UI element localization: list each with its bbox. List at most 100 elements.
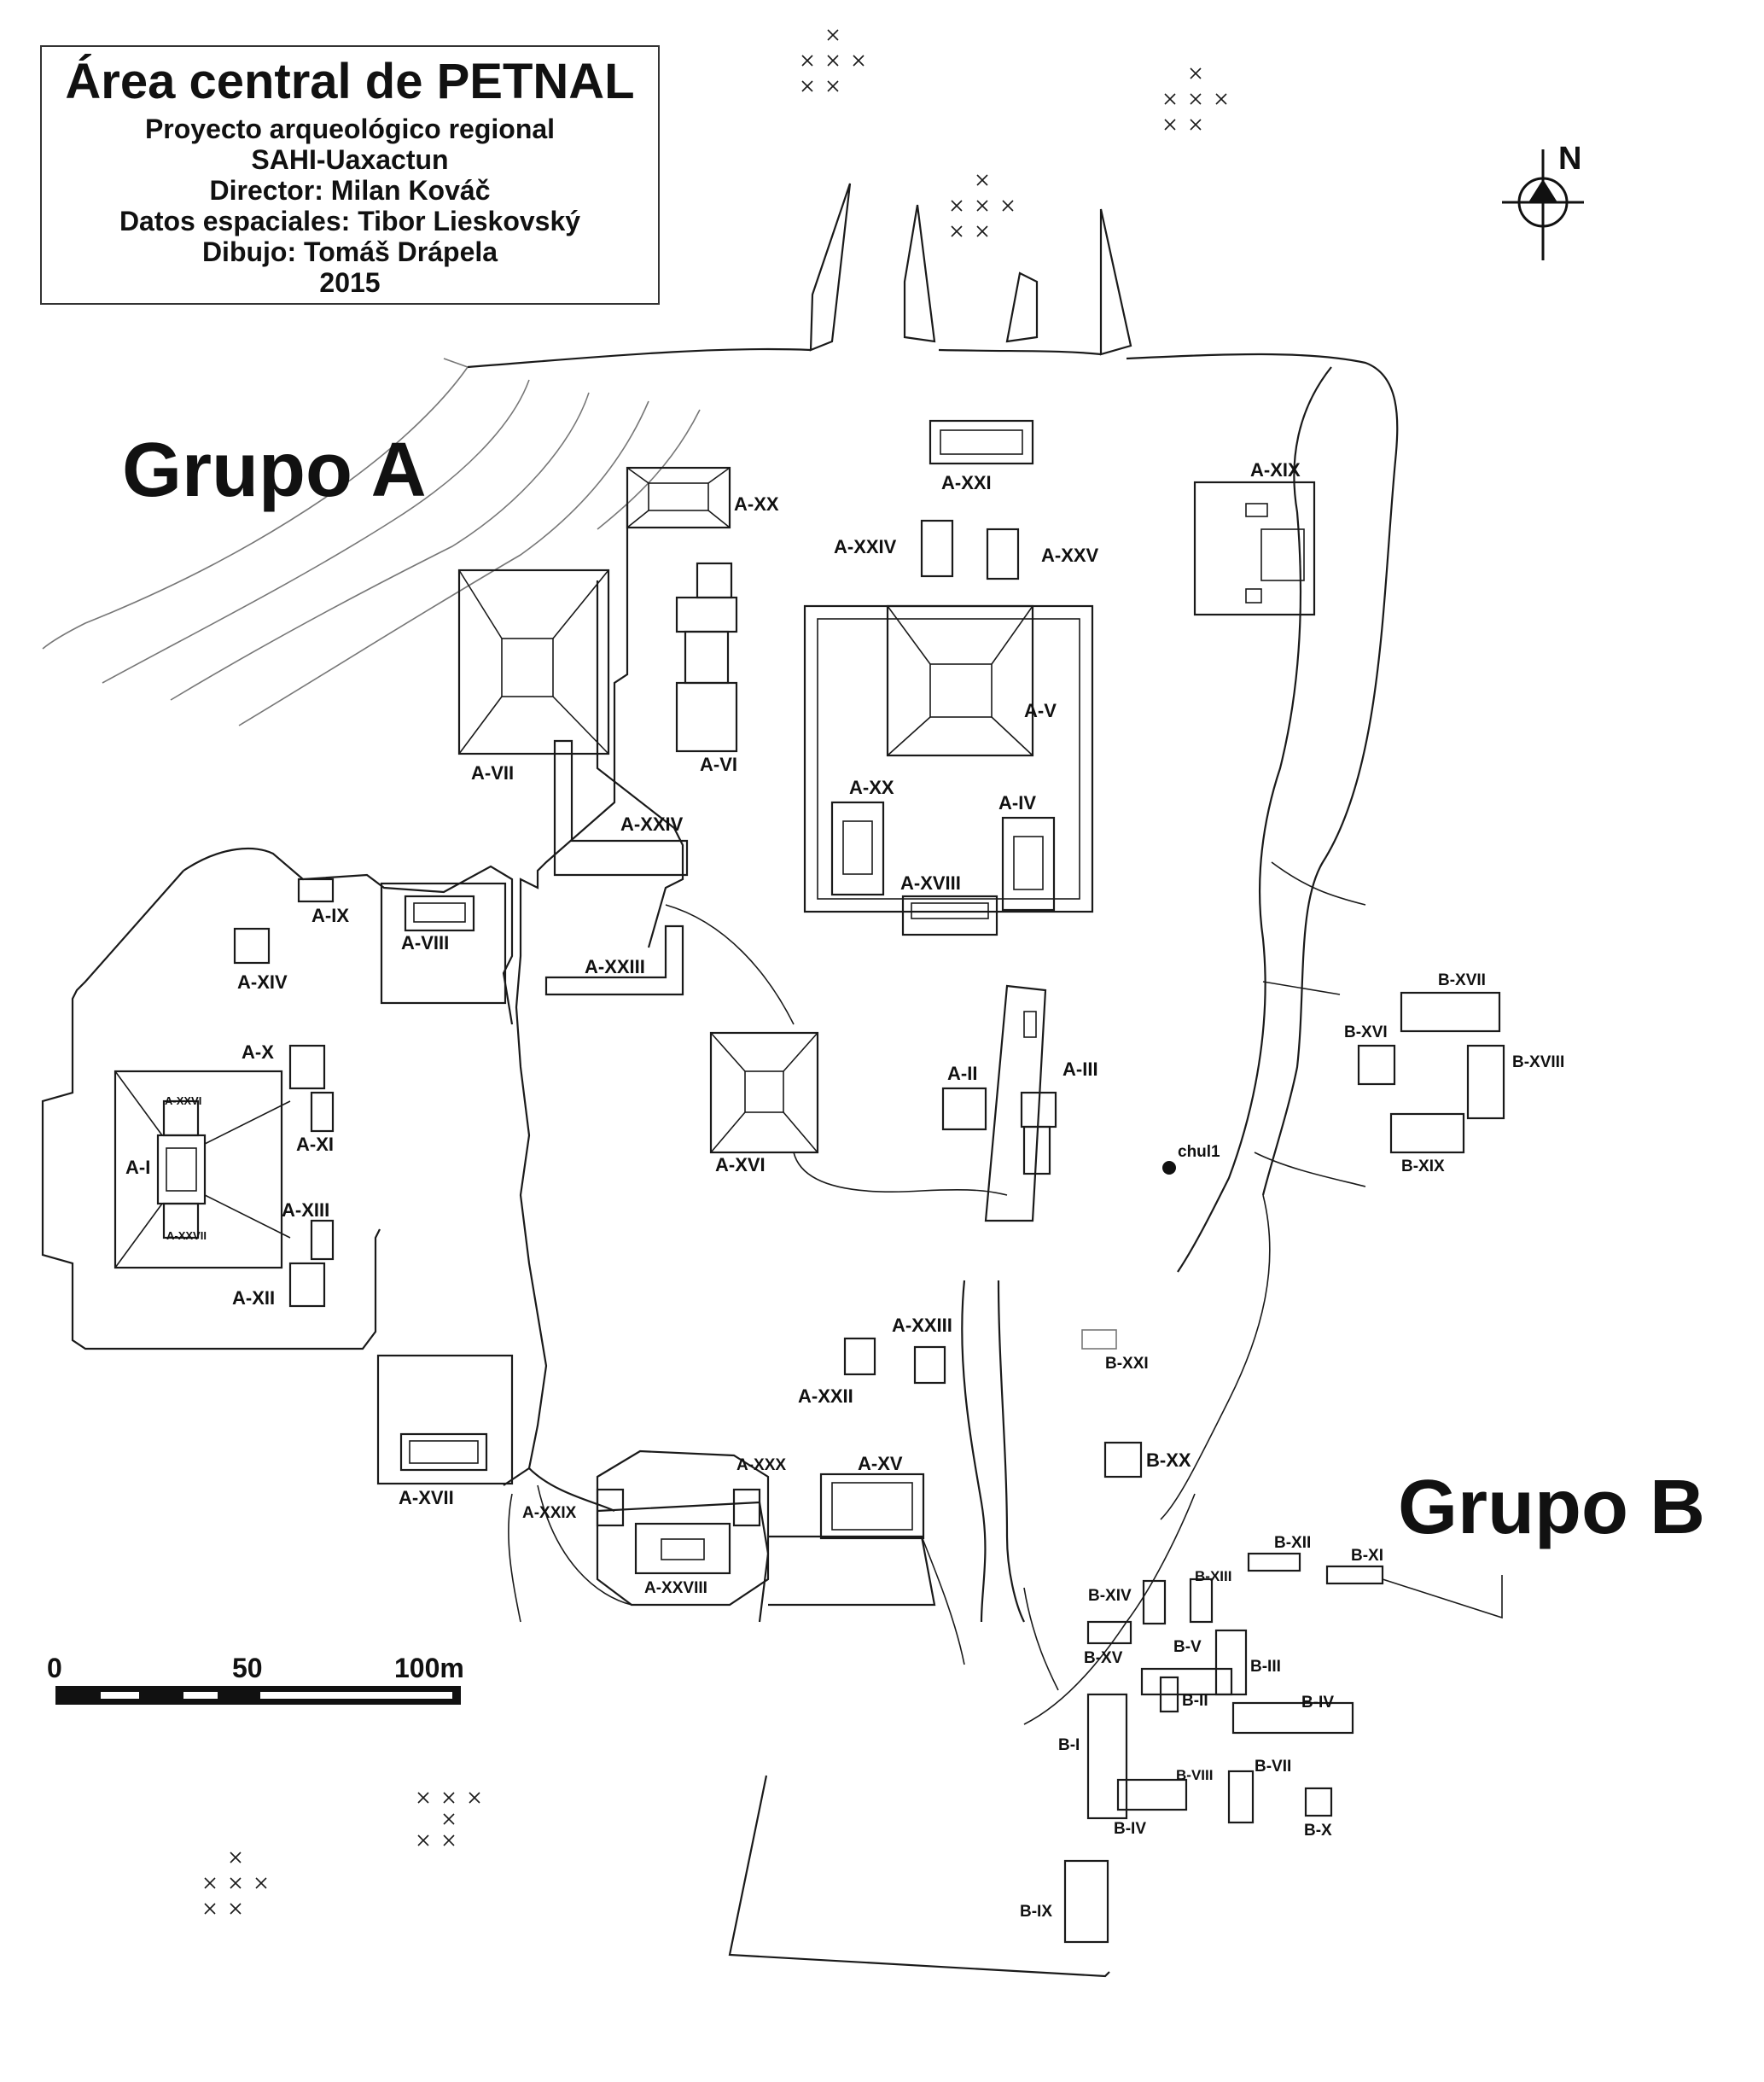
title-line-4: Datos espaciales: Tibor Lieskovský xyxy=(119,206,581,236)
label-b-xix: B-XIX xyxy=(1401,1158,1445,1175)
structure-b-ix xyxy=(1063,1859,1109,1944)
structure-a-ix xyxy=(297,878,335,903)
title-line-1: Proyecto arqueológico regional xyxy=(144,114,556,144)
label-a-vii: A-VII xyxy=(471,762,514,784)
survey-crosses xyxy=(204,29,1227,1915)
title-line-3: Director: Milan Kováč xyxy=(209,175,491,206)
structure-a-xv xyxy=(768,1473,936,1607)
label-a-xxvi: A-XXVI xyxy=(165,1094,201,1107)
scale-bar: 0 50 100m xyxy=(47,1653,464,1705)
label-a-xvi: A-XVI xyxy=(715,1154,766,1175)
structure-b-xi xyxy=(1325,1565,1384,1585)
label-b-i: B-I xyxy=(1058,1736,1080,1754)
label-a-xv: A-XV xyxy=(858,1453,903,1474)
label-b-xvii: B-XVII xyxy=(1438,971,1486,989)
label-b-xvi: B-XVI xyxy=(1344,1024,1388,1041)
label-a-i: A-I xyxy=(125,1157,150,1178)
structures-grupo-b xyxy=(728,991,1505,1978)
structure-a-xiii xyxy=(310,1219,335,1261)
label-b-xii: B-XII xyxy=(1274,1534,1311,1552)
label-a-xiv: A-XIV xyxy=(237,971,288,993)
label-a-xxix: A-XXIX xyxy=(522,1504,577,1522)
label-a-iii: A-III xyxy=(1062,1058,1098,1080)
structure-a-xxii xyxy=(843,1337,876,1376)
group-a-label: Grupo A xyxy=(122,428,427,513)
label-a-xxvii: A-XXVII xyxy=(166,1229,207,1242)
title-line-2: SAHI-Uaxactun xyxy=(251,144,449,175)
label-b-xi: B-XI xyxy=(1351,1547,1383,1565)
label-a-xiii: A-XIII xyxy=(282,1199,329,1221)
label-a-v: A-V xyxy=(1024,700,1057,721)
label-a-ix: A-IX xyxy=(311,905,349,926)
label-a-viii: A-VIII xyxy=(401,932,449,954)
label-b-xiii: B-XIII xyxy=(1195,1568,1231,1584)
structure-b-xviii xyxy=(1466,1044,1505,1120)
structure-a-xvii xyxy=(376,1354,514,1485)
structure-b-xiv xyxy=(1142,1579,1167,1625)
label-b-xxi: B-XXI xyxy=(1105,1355,1149,1373)
scale-label-50: 50 xyxy=(232,1653,263,1683)
label-a-xxii: A-XXII xyxy=(798,1385,853,1407)
structure-b-xiii xyxy=(1189,1578,1214,1624)
chultun-dot xyxy=(1162,1161,1176,1175)
structure-b-xxi xyxy=(1081,1329,1117,1350)
structure-b-south-edge xyxy=(728,1775,1110,1978)
structure-b-complex xyxy=(1086,1629,1354,1824)
label-a-xx: A-XX xyxy=(734,493,779,515)
structure-labels: A-XX A-XXI A-XXIV A-XXV A-XIX A-VI A-VII… xyxy=(125,459,1564,1921)
label-a-xxiv: A-XXIV xyxy=(834,536,897,557)
label-b-xv: B-XV xyxy=(1084,1649,1123,1667)
platform-grupo-a xyxy=(41,183,1399,1691)
label-b-iii: B-III xyxy=(1250,1658,1281,1676)
label-b-iv-top: B-IV xyxy=(1301,1694,1334,1712)
label-a-xxv: A-XXV xyxy=(1041,545,1099,566)
label-a-ii: A-II xyxy=(947,1063,977,1084)
structure-a-i xyxy=(114,1070,291,1269)
causeway-b xyxy=(1023,1493,1196,1725)
label-a-xi: A-XI xyxy=(296,1134,334,1155)
structure-a-iii xyxy=(984,984,1057,1222)
label-b-vii: B-VII xyxy=(1255,1758,1291,1776)
structure-a-viii xyxy=(380,882,507,1005)
label-a-xxi: A-XXI xyxy=(941,472,992,493)
label-a-xvii: A-XVII xyxy=(399,1487,454,1508)
structure-b-xx xyxy=(1103,1441,1143,1478)
structure-b-xv xyxy=(1086,1620,1132,1645)
structure-a-v xyxy=(803,604,1094,936)
label-a-xxiv-mid: A-XXIV xyxy=(620,814,684,835)
structure-a-xxiv xyxy=(920,519,954,578)
structure-a-x xyxy=(288,1044,326,1090)
label-b-iv-low: B-IV xyxy=(1114,1820,1146,1838)
north-label: N xyxy=(1558,141,1581,177)
label-a-xxviii: A-XXVIII xyxy=(644,1579,707,1597)
structure-a-xxi xyxy=(929,419,1034,465)
group-b-label: Grupo B xyxy=(1398,1465,1705,1550)
label-a-xxiii-low: A-XXIII xyxy=(892,1315,952,1336)
label-a-vi: A-VI xyxy=(700,754,737,775)
label-chul1: chul1 xyxy=(1178,1143,1220,1161)
label-b-ix: B-IX xyxy=(1020,1903,1052,1921)
label-a-x: A-X xyxy=(242,1041,274,1063)
title-line-5: Dibujo: Tomáš Drápela xyxy=(201,236,498,267)
structure-b-xvi xyxy=(1357,1044,1396,1086)
label-a-xxiii-mid: A-XXIII xyxy=(585,956,645,977)
structure-a-vi xyxy=(675,562,738,753)
structure-a-xvi xyxy=(709,1031,819,1154)
structure-a-xii xyxy=(288,1262,326,1308)
structure-a-xxv xyxy=(986,528,1020,580)
label-a-xix: A-XIX xyxy=(1250,459,1301,481)
map-title: Área central de PETNAL xyxy=(65,54,635,109)
title-block: Área central de PETNAL Proyecto arqueoló… xyxy=(40,45,660,305)
structure-b-xii xyxy=(1247,1552,1301,1572)
structure-b-xvii xyxy=(1400,991,1501,1033)
label-b-xx: B-XX xyxy=(1146,1449,1191,1471)
label-b-xiv: B-XIV xyxy=(1088,1587,1132,1605)
north-arrow: N xyxy=(1502,141,1584,260)
structure-a-ii xyxy=(941,1087,987,1131)
label-a-xviii: A-XVIII xyxy=(900,872,961,894)
structure-a-xi xyxy=(310,1091,335,1133)
label-a-xxx: A-XXX xyxy=(736,1456,786,1474)
structure-a-xxiii-low xyxy=(913,1345,946,1385)
structures-grupo-a xyxy=(114,419,1316,1607)
